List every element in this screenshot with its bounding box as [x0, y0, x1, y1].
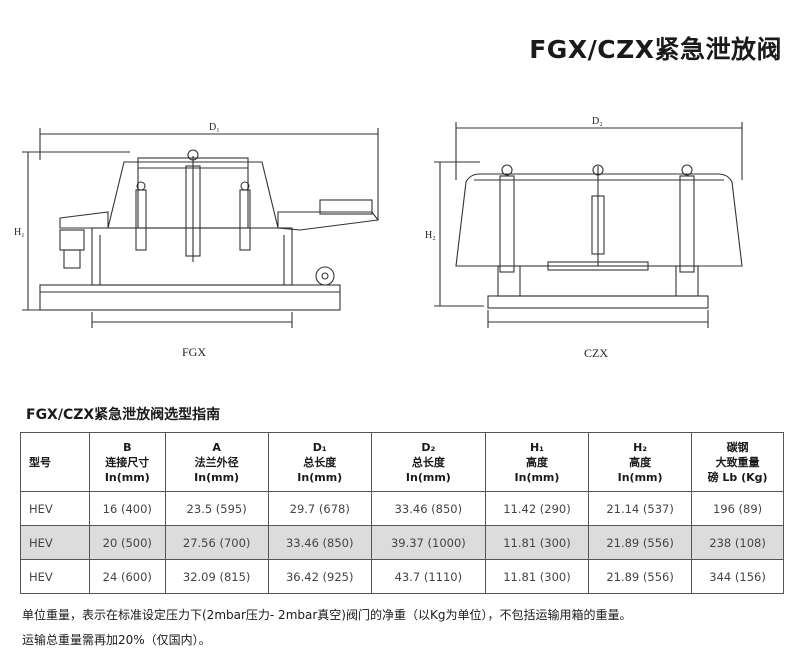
- table-row: HEV 24 (600) 32.09 (815) 36.42 (925) 43.…: [20, 559, 784, 594]
- fgx-height-dim: H₁: [14, 227, 25, 238]
- table-cell: 43.7 (1110): [370, 559, 486, 594]
- table-cell: 33.46 (850): [370, 491, 486, 526]
- table-cell: 11.81 (300): [484, 559, 590, 594]
- fgx-width-dim: D₁: [209, 122, 220, 133]
- page-title: FGX/CZX紧急泄放阀: [529, 35, 782, 64]
- note-shipping: 运输总重量需再加20%（仅国内）。: [22, 633, 211, 647]
- czx-caption: CZX: [584, 346, 608, 360]
- table-title: FGX/CZX紧急泄放阀选型指南: [26, 407, 221, 423]
- fgx-drawing: [22, 128, 380, 328]
- table-cell: 36.42 (925): [267, 559, 372, 594]
- header-weight: 碳钢大致重量磅 Lb (Kg): [691, 432, 784, 492]
- fgx-caption: FGX: [182, 345, 206, 359]
- table-cell: 29.7 (678): [267, 491, 372, 526]
- header-model: 型号: [20, 432, 90, 492]
- valve-drawings: D₁ H₁ FGX D₂ H₂ CZX: [14, 116, 743, 360]
- table-cell: HEV: [20, 559, 90, 594]
- table-cell: 20 (500): [89, 525, 166, 560]
- table-row: HEV 20 (500) 27.56 (700) 33.46 (850) 39.…: [20, 525, 784, 560]
- table-cell: HEV: [20, 525, 90, 560]
- table-cell: 16 (400): [89, 491, 166, 526]
- table-row: HEV 16 (400) 23.5 (595) 29.7 (678) 33.46…: [20, 491, 784, 526]
- table-cell: 21.89 (556): [588, 559, 693, 594]
- table-cell: 11.42 (290): [484, 491, 590, 526]
- table-cell: 196 (89): [691, 491, 784, 526]
- table-cell: 21.14 (537): [588, 491, 693, 526]
- table-cell: 344 (156): [691, 559, 784, 594]
- table-cell: 33.46 (850): [267, 525, 372, 560]
- table-cell: 27.56 (700): [164, 525, 269, 560]
- table-cell: 32.09 (815): [164, 559, 269, 594]
- table-cell: HEV: [20, 491, 90, 526]
- czx-width-dim: D₂: [592, 116, 603, 127]
- table-cell: 24 (600): [89, 559, 166, 594]
- table-cell: 23.5 (595): [164, 491, 269, 526]
- table-cell: 238 (108): [691, 525, 784, 560]
- table-cell: 21.89 (556): [588, 525, 693, 560]
- table-cell: 11.81 (300): [484, 525, 590, 560]
- czx-drawing: [434, 122, 743, 328]
- note-weight: 单位重量，表示在标准设定压力下(2mbar压力- 2mbar真空)阀门的净重（以…: [22, 608, 632, 622]
- table-cell: 39.37 (1000): [370, 525, 486, 560]
- czx-height-dim: H₂: [425, 230, 436, 241]
